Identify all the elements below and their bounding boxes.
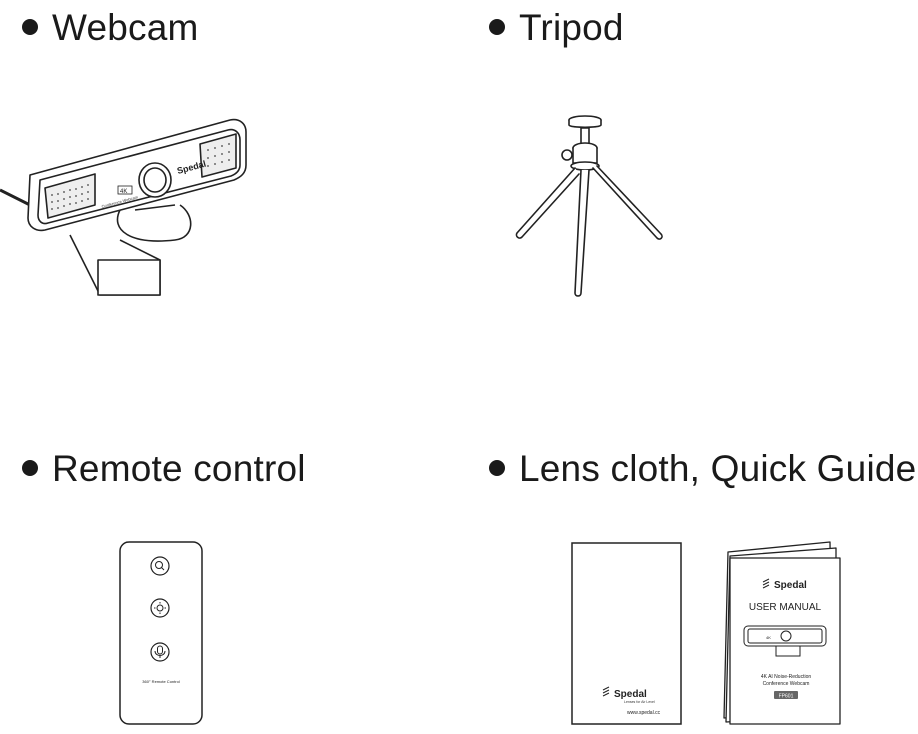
section-heading-tripod: Tripod [489, 6, 624, 50]
guide-model-badge: FP601 [779, 694, 794, 700]
section-heading-webcam: Webcam [22, 6, 199, 50]
section-heading-lens-guide: Lens cloth, Quick Guide [489, 447, 916, 491]
remote-control-illustration: 360° Remote Control [119, 541, 203, 725]
lens-cloth-tagline: Lenses for Air Level [624, 700, 655, 704]
guide-brand: Spedal [774, 580, 807, 591]
lens-cloth-illustration: Spedal Lenses for Air Level www.spedal.c… [571, 542, 682, 725]
webcam-4k-badge: 4K [120, 189, 127, 195]
bullet-icon [489, 19, 505, 36]
quick-guide-illustration: Spedal USER MANUAL 4K 4K AI Noise-Reduct… [723, 541, 841, 725]
zoom-button-icon [150, 556, 170, 576]
brightness-button-icon [150, 598, 170, 618]
lens-cloth-brand: Spedal [614, 689, 647, 700]
guide-product-line1: 4K AI Noise-Reduction [761, 674, 812, 680]
tripod-illustration [515, 115, 663, 297]
guide-4k-badge: 4K [766, 635, 771, 640]
bullet-icon [489, 460, 505, 477]
bullet-icon [22, 460, 38, 477]
heading-label: Webcam [52, 7, 199, 48]
remote-caption: 360° Remote Control [142, 679, 180, 684]
heading-label: Tripod [519, 7, 624, 48]
mic-button-icon [150, 642, 170, 662]
lens-cloth-url: www.spedal.cc [627, 710, 661, 716]
guide-product-line2: Conference Webcam [763, 681, 810, 687]
heading-label: Lens cloth, Quick Guide [519, 448, 917, 489]
brand-logo-icon [762, 578, 770, 589]
brand-logo-icon [602, 686, 610, 697]
section-heading-remote: Remote control [22, 447, 306, 491]
heading-label: Remote control [52, 448, 306, 489]
guide-title: USER MANUAL [749, 602, 822, 613]
bullet-icon [22, 19, 38, 36]
webcam-illustration: 4K Spedal Conference Webcam [0, 118, 247, 296]
